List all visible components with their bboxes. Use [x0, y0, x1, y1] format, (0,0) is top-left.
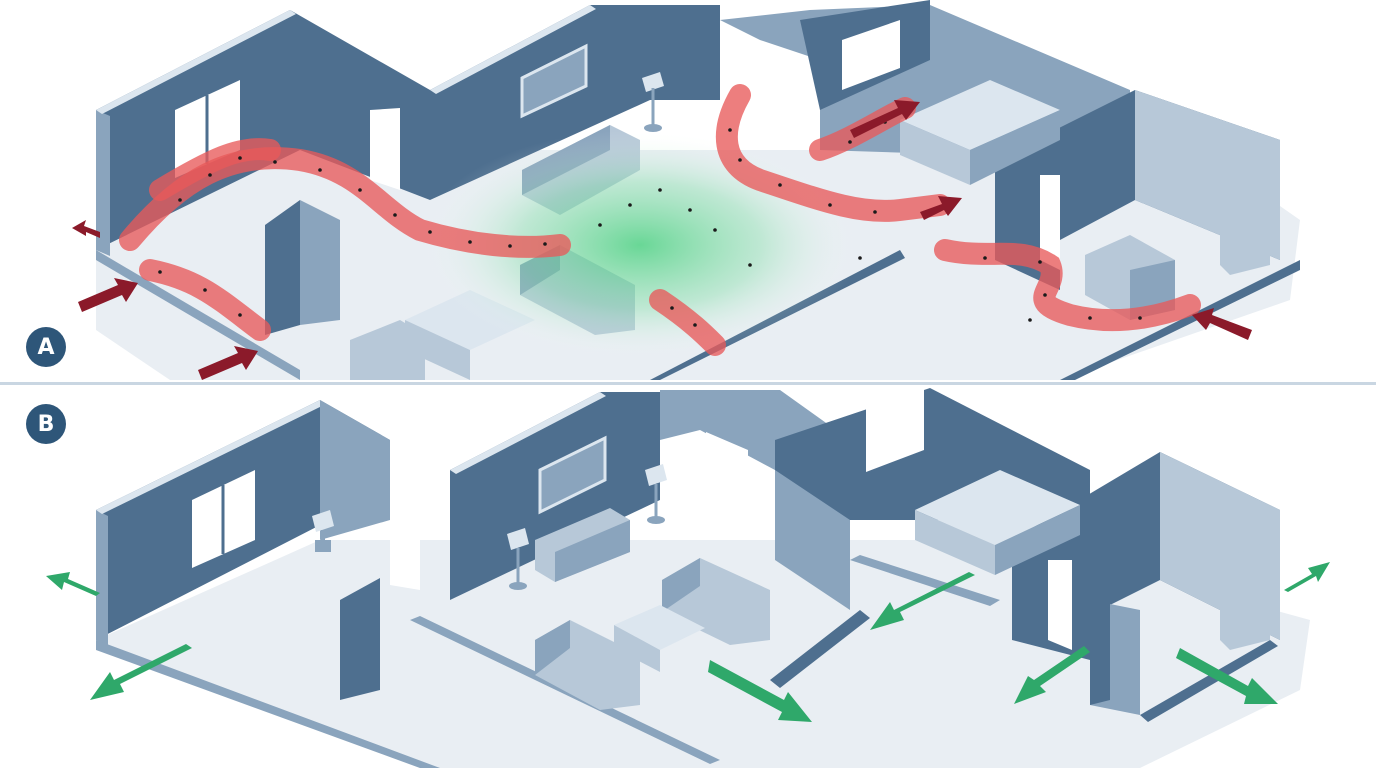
- panel-b-partition: [340, 578, 380, 700]
- panel-b-lamp-left: [312, 510, 334, 552]
- panel-b-lamp-middle: [507, 528, 529, 590]
- panel-b-label: B: [26, 404, 66, 444]
- panel-b-coffee-table: [614, 605, 705, 672]
- entry-arrow: [78, 278, 138, 312]
- exit-arrow: [708, 660, 812, 722]
- panel-b-wall-picture: [538, 435, 607, 515]
- entry-arrow: [850, 100, 920, 138]
- panel-b-fridge: [1220, 544, 1270, 650]
- entry-arrow: [920, 196, 962, 220]
- panel-a-label: A: [26, 327, 66, 367]
- panel-a-partition: [265, 200, 300, 335]
- entry-arrow: [1192, 308, 1252, 340]
- panel-b-house: [96, 386, 1310, 768]
- panel-b-exit-arrows: [46, 562, 1330, 722]
- entry-arrow: [198, 346, 258, 380]
- panel-a-wall-picture: [520, 43, 588, 119]
- panel-a-lamp: [642, 72, 664, 132]
- panel-b-sofa-left: [535, 620, 640, 710]
- panel-a-ants: [158, 120, 1142, 327]
- exit-arrow: [90, 644, 192, 700]
- panel-b-window-left: [192, 470, 255, 568]
- exit-arrow: [1284, 562, 1330, 592]
- panel-b-window-right: [866, 386, 924, 472]
- exit-arrow: [46, 572, 100, 596]
- panel-a-bed: [900, 80, 1060, 185]
- exit-arrow: [1014, 646, 1090, 704]
- panel-a-window-right: [842, 20, 900, 90]
- entry-arrow: [72, 220, 100, 238]
- panel-b-tv-console: [535, 508, 630, 582]
- panel-a-fridge: [1220, 165, 1270, 275]
- panel-b-bed: [915, 470, 1080, 575]
- panel-a-entry-arrows: [72, 100, 1252, 380]
- exit-arrow: [1176, 648, 1278, 704]
- panel-b-floor: [96, 540, 1310, 768]
- panel-divider: [0, 382, 1376, 385]
- exit-arrow: [870, 572, 975, 630]
- panel-b-lamp-right: [645, 464, 667, 524]
